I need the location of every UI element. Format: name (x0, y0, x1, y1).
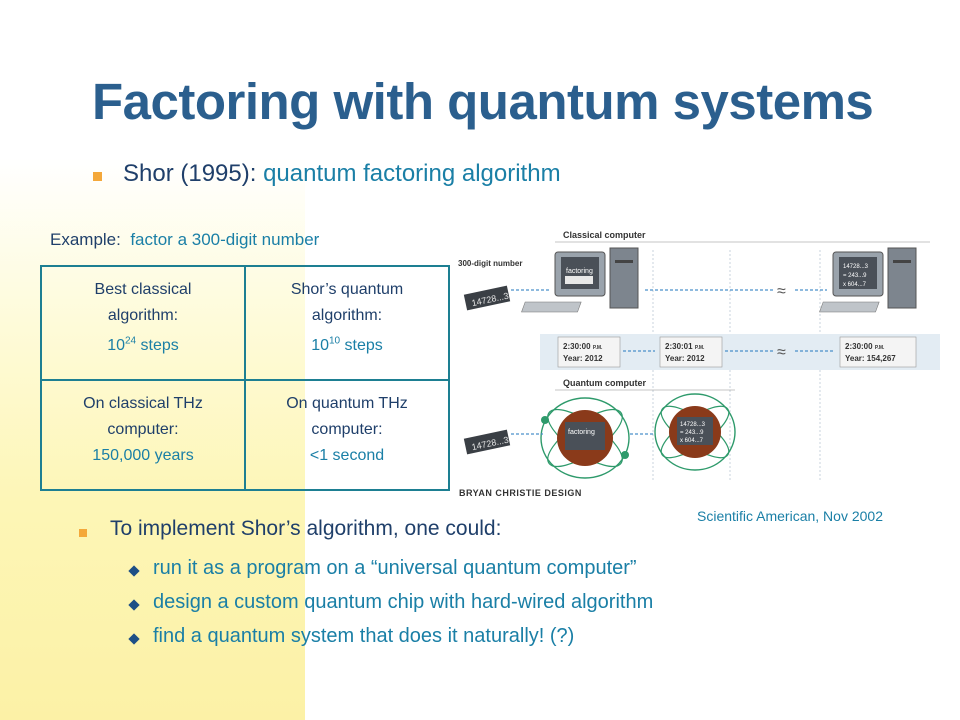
result-line-1: 14728...3 (843, 264, 869, 270)
result-line-3: x 604...7 (843, 282, 867, 288)
classical-steps-exponent: 24 (124, 336, 137, 347)
quantum-algorithm-label: Shor’s quantum algorithm: (290, 281, 404, 324)
q-result-line-2: = 243...9 (680, 430, 704, 436)
bullet-implement: To implement Shor’s algorithm, one could… (110, 517, 502, 540)
quantum-steps-unit: steps (340, 337, 383, 355)
table-row: Best classical algorithm: 1024 steps Sho… (40, 265, 450, 381)
time-box-1: 2:30:00 P.M. Year: 2012 (557, 336, 621, 368)
classical-steps-unit: steps (136, 337, 179, 355)
quantum-screen-text: factoring (568, 429, 595, 436)
bullet-shor: Shor (1995): quantum factoring algorithm (123, 160, 561, 188)
example-line: Example: factor a 300-digit number (50, 230, 319, 250)
time3-ampm: P.M. (875, 345, 885, 351)
figure-credit: BRYAN CHRISTIE DESIGN (459, 488, 582, 498)
classical-time-value: 150,000 years (92, 447, 194, 464)
time2-ampm: P.M. (695, 345, 705, 351)
figure-caption: Scientific American, Nov 2002 (697, 508, 883, 524)
classical-computer-right-icon: 14728...3 = 243...9 x 604...7 (819, 247, 917, 313)
quantum-computer-right-icon: 14728...3 = 243...9 x 604...7 (654, 393, 736, 471)
time-break-icon: ≈ (777, 283, 786, 300)
quantum-steps-exponent: 10 (328, 336, 341, 347)
classical-steps-base: 10 (107, 337, 125, 355)
slide-title: Factoring with quantum systems (92, 73, 874, 130)
year3-text: Year: 154,267 (845, 354, 896, 363)
quantum-time-value: <1 second (309, 447, 385, 464)
time1-text: 2:30:00 (563, 342, 591, 351)
time1-ampm: P.M. (593, 345, 603, 351)
table-cell-classical-time: On classical THz computer: 150,000 years (40, 379, 246, 491)
computer-comparison-figure: Classical computer 300-digit number 1472… (455, 220, 950, 502)
quantum-thz-label: On quantum THz computer: (286, 395, 408, 438)
time-box-2: 2:30:01 P.M. Year: 2012 (659, 336, 723, 368)
quantum-steps-base: 10 (311, 337, 329, 355)
year2-text: Year: 2012 (665, 354, 705, 363)
quantum-computer-label: Quantum computer (563, 378, 647, 388)
comparison-table: Best classical algorithm: 1024 steps Sho… (40, 265, 450, 491)
bullet-square-icon (93, 172, 102, 181)
table-row: On classical THz computer: 150,000 years… (40, 379, 450, 491)
svg-text:2:30:00 P.M.: 2:30:00 P.M. (563, 342, 603, 351)
sub-bullet-universal: run it as a program on a “universal quan… (153, 557, 637, 579)
table-cell-quantum-time: On quantum THz computer: <1 second (244, 379, 450, 491)
table-cell-classical-steps: Best classical algorithm: 1024 steps (40, 265, 246, 381)
svg-text:2:30:01 P.M.: 2:30:01 P.M. (665, 342, 705, 351)
classical-thz-label: On classical THz computer: (83, 395, 203, 438)
time-box-3: 2:30:00 P.M. Year: 154,267 (839, 336, 917, 368)
table-cell-quantum-steps: Shor’s quantum algorithm: 1010 steps (244, 265, 450, 381)
bullet-shor-prefix: Shor (1995): (123, 160, 257, 187)
example-prefix: Example: (50, 230, 121, 249)
svg-text:2:30:00 P.M.: 2:30:00 P.M. (845, 342, 885, 351)
classical-computer-left-icon: factoring (521, 247, 639, 313)
quantum-computer-left-icon: factoring (540, 397, 630, 479)
q-result-line-1: 14728...3 (680, 422, 706, 428)
year1-text: Year: 2012 (563, 354, 603, 363)
example-text: factor a 300-digit number (130, 230, 320, 249)
classical-screen-text: factoring (566, 268, 593, 275)
time-break-icon-2: ≈ (777, 344, 786, 361)
classical-steps-value: 1024 steps (107, 336, 179, 355)
result-line-2: = 243...9 (843, 273, 867, 279)
sub-bullet-chip: design a custom quantum chip with hard-w… (153, 591, 654, 613)
time3-text: 2:30:00 (845, 342, 873, 351)
time2-text: 2:30:01 (665, 342, 693, 351)
quantum-steps-value: 1010 steps (311, 336, 383, 355)
number-label-top: 300-digit number (458, 259, 522, 268)
classical-algorithm-label: Best classical algorithm: (94, 281, 192, 324)
bullet-square-icon (79, 529, 87, 537)
classical-computer-label: Classical computer (563, 230, 646, 240)
bullet-shor-rest: quantum factoring algorithm (256, 160, 561, 187)
sub-bullet-natural: find a quantum system that does it natur… (153, 625, 575, 647)
q-result-line-3: x 604...7 (680, 438, 704, 444)
